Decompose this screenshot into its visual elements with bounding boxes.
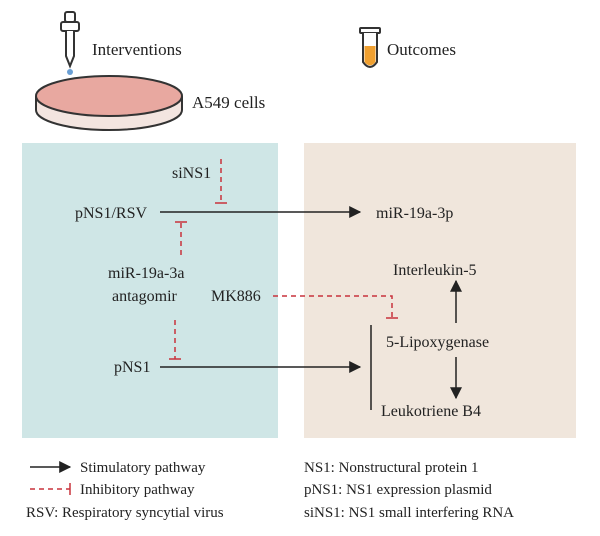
mir-antagomir-label-line1: miR-19a-3a — [108, 265, 184, 282]
interventions-label: Interventions — [92, 40, 182, 59]
inhibit-mk886-to-lipoxygenase — [273, 295, 398, 319]
mir19a-label: miR-19a-3p — [376, 205, 453, 222]
sins1-label: siNS1 — [172, 165, 211, 182]
legend-inhibitory-label: Inhibitory pathway — [80, 482, 195, 498]
legend-pns1-definition: pNS1: NS1 expression plasmid — [304, 482, 492, 498]
left-panel — [22, 143, 278, 438]
leukotriene-label: Leukotriene B4 — [381, 403, 481, 420]
dish-label: A549 cells — [192, 93, 265, 112]
outcomes-label: Outcomes — [387, 40, 456, 59]
legend-inhibitory-line — [30, 483, 71, 495]
pns1-rsv-label: pNS1/RSV — [75, 205, 147, 222]
mk886-label: MK886 — [211, 288, 261, 305]
legend-ns1-definition: NS1: Nonstructural protein 1 — [304, 460, 479, 476]
legend-stimulatory-label: Stimulatory pathway — [80, 460, 206, 476]
lipoxygenase-label: 5-Lipoxygenase — [386, 334, 489, 351]
legend-rsv-definition: RSV: Respiratory syncytial virus — [26, 505, 224, 521]
pipette-icon — [60, 11, 80, 75]
right-panel — [304, 143, 576, 438]
pns1-label: pNS1 — [114, 359, 150, 376]
interleukin5-label: Interleukin-5 — [393, 262, 477, 279]
mir-antagomir-label-line2: antagomir — [112, 288, 178, 305]
legend-sins1-definition: siNS1: NS1 small interfering RNA — [304, 505, 514, 521]
petri-dish-icon — [35, 75, 183, 131]
test-tube-icon — [359, 27, 381, 68]
inhibit-antagomir-to-pns1 — [169, 320, 181, 360]
inhibit-antagomir-to-pns1rsv — [175, 221, 187, 255]
inhibit-sins1-to-pns1rsv — [215, 159, 227, 204]
